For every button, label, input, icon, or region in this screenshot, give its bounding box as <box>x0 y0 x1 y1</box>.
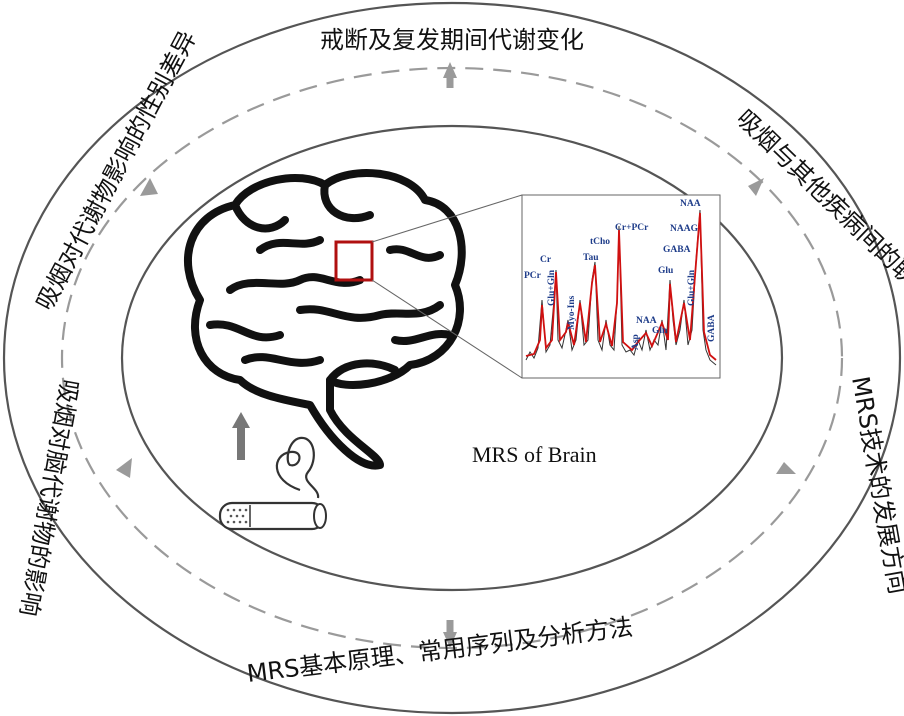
peak-gaba: GABA <box>663 245 691 255</box>
arrow-bottom <box>443 632 457 648</box>
arrow-top-right <box>748 178 764 196</box>
peak-glu-gln-1: Glu+Gln <box>547 269 557 306</box>
ring-arrows <box>116 62 796 648</box>
arrow-right <box>776 462 796 474</box>
label-top-right: 吸烟与其他疾病间的联系 <box>731 104 904 308</box>
spectrum-panel: PCr Cr Glu+Gln Myo-Ins Tau tCho Cr+PCr A… <box>521 194 721 379</box>
cigarette-icon <box>218 501 327 531</box>
label-bottom: MRS基本原理、常用序列及分析方法 <box>245 613 634 688</box>
dashed-ring <box>60 66 844 650</box>
inner-ring <box>120 124 784 592</box>
arrow-bottom-stem <box>446 620 454 632</box>
zoom-line-top <box>371 194 523 243</box>
peak-cr-pcr: Cr+PCr <box>615 223 649 233</box>
peak-tcho: tCho <box>590 237 610 247</box>
spectrum-fit-trace <box>525 212 717 361</box>
peak-glu: Glu <box>658 266 674 276</box>
peak-myo-ins: Myo-Ins <box>567 295 577 330</box>
peak-tau: Tau <box>583 253 599 263</box>
label-top: 戒断及复发期间代谢变化 <box>320 26 584 54</box>
peak-naa-low: NAA <box>636 316 657 326</box>
peak-asp: Asp <box>631 334 641 350</box>
label-top-left: 吸烟对代谢物影响的性别差异 <box>31 26 202 315</box>
arrow-top <box>443 62 457 78</box>
peak-naa-top: NAA <box>680 199 701 209</box>
arrow-left <box>116 458 132 478</box>
arrow-top-stem <box>446 78 454 88</box>
label-left: 吸烟对脑代谢物的影响 <box>14 377 83 618</box>
brain-icon <box>183 169 466 470</box>
peak-gln: Gln <box>652 326 668 336</box>
center-caption: MRS of Brain <box>472 442 597 467</box>
peak-pcr: PCr <box>524 271 542 281</box>
smoke-icon <box>275 436 320 499</box>
peak-naag: NAAG <box>670 224 699 234</box>
peak-gaba-right: GABA <box>707 314 717 342</box>
up-arrow-icon <box>232 412 250 460</box>
peak-cr: Cr <box>540 255 552 265</box>
zoom-line-bottom <box>371 279 523 379</box>
brain-roi-box <box>334 240 374 282</box>
peak-glu-gln-2: Glu+Gln <box>687 269 697 306</box>
arrow-top-left <box>140 178 158 196</box>
